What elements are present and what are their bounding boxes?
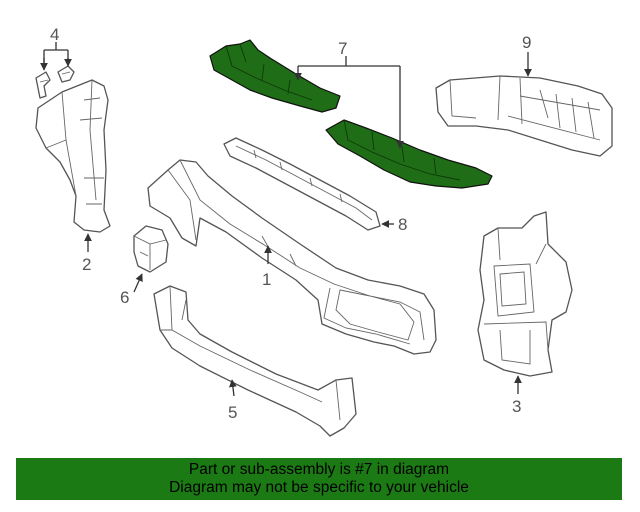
part-6-bracket[interactable] xyxy=(133,225,169,273)
callout-4: 4 xyxy=(50,25,59,44)
part-5-lower-support[interactable] xyxy=(153,285,357,437)
leader-6 xyxy=(133,273,143,293)
parts-diagram: 4 2 6 5 1 8 7 9 3 xyxy=(35,25,613,437)
leader-7 xyxy=(298,56,400,67)
callout-7: 7 xyxy=(338,39,347,58)
part-7-air-shield[interactable] xyxy=(209,39,493,189)
callout-9: 9 xyxy=(522,33,531,52)
callout-2: 2 xyxy=(82,255,91,274)
callout-1: 1 xyxy=(262,270,271,289)
part-4-fasteners[interactable] xyxy=(35,65,75,99)
callout-3: 3 xyxy=(512,397,521,416)
leader-5 xyxy=(229,379,237,397)
callout-5: 5 xyxy=(228,403,237,422)
part-3-side-deflector[interactable] xyxy=(477,211,573,377)
part-2-side-deflector[interactable] xyxy=(35,79,111,233)
leader-4 xyxy=(43,42,69,68)
callout-6: 6 xyxy=(120,288,129,307)
part-1-radiator-support[interactable] xyxy=(147,159,437,355)
part-8-tie-bar[interactable] xyxy=(223,137,381,231)
banner-line-1: Part or sub-assembly is #7 in diagram xyxy=(188,461,450,478)
banner-line-2: Diagram may not be specific to your vehi… xyxy=(169,479,469,496)
part-9-shroud[interactable] xyxy=(435,75,613,157)
callout-8: 8 xyxy=(398,215,407,234)
info-banner: Part or sub-assembly is #7 in diagram Di… xyxy=(16,458,622,500)
